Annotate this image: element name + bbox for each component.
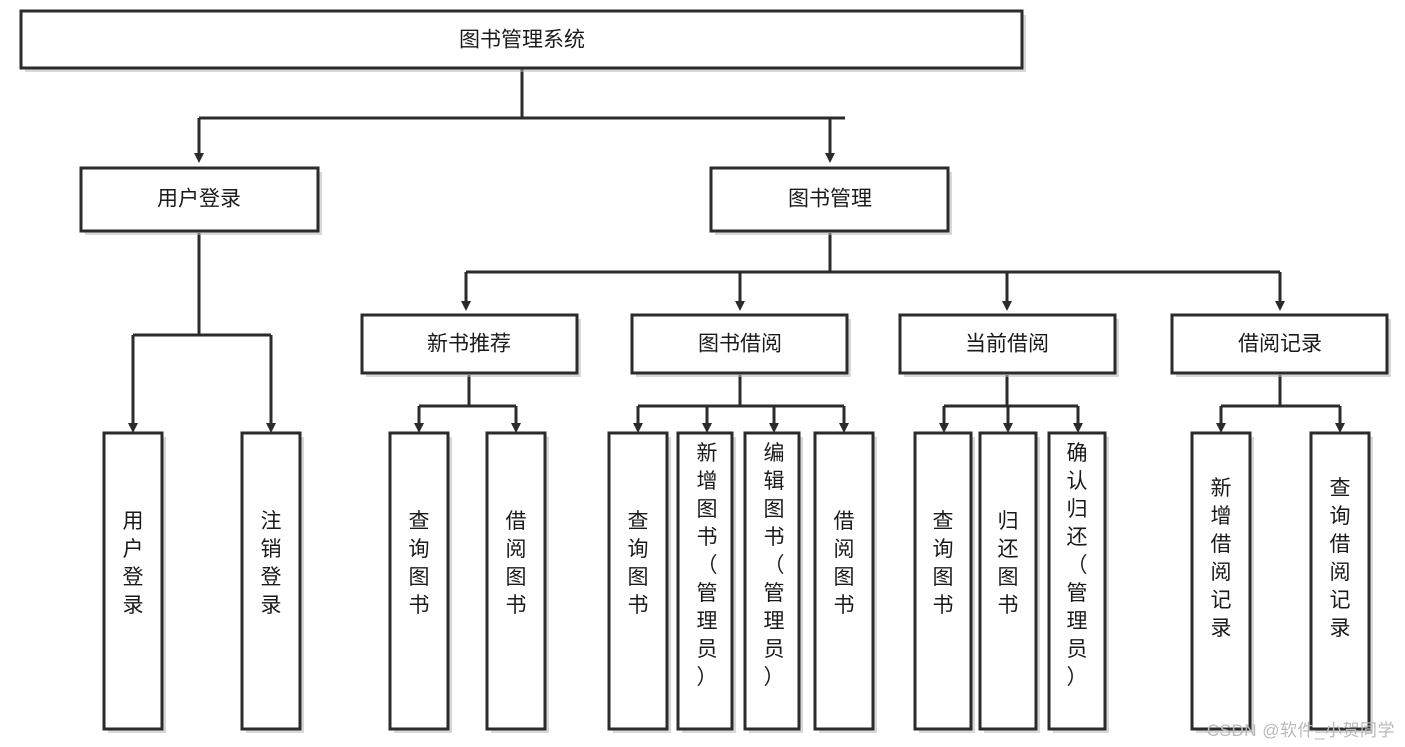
leaf-label-vertical: 查询图书 bbox=[409, 510, 430, 617]
node-current-borrow[interactable]: 当前借阅 bbox=[898, 313, 1119, 377]
leaf-new-book-1[interactable]: 查询图书 bbox=[388, 431, 452, 733]
leaf-current-borrow-3[interactable]: 确认归还（管理员） bbox=[1047, 431, 1109, 733]
leaf-box[interactable] bbox=[1047, 431, 1107, 731]
leaf-label-vertical: 新增借阅记录 bbox=[1211, 477, 1232, 640]
edges-book-manage-to-level3 bbox=[461, 233, 1285, 311]
node-borrow-record[interactable]: 借阅记录 bbox=[1170, 313, 1391, 377]
leaf-box[interactable] bbox=[388, 431, 450, 731]
node-book-borrow[interactable]: 图书借阅 bbox=[630, 313, 851, 377]
node-new-book-recommend[interactable]: 新书推荐 bbox=[360, 313, 581, 377]
leaf-box[interactable] bbox=[676, 431, 734, 731]
new-book-box[interactable] bbox=[360, 313, 579, 375]
book-manage-box[interactable] bbox=[709, 166, 950, 233]
leaf-label-vertical: 借阅图书 bbox=[506, 510, 527, 617]
root-box[interactable] bbox=[19, 9, 1024, 70]
leaf-label-vertical: 新增图书（管理员） bbox=[697, 442, 718, 689]
leaf-box[interactable] bbox=[607, 431, 669, 731]
edges-user-login-to-leaves bbox=[128, 233, 276, 433]
leaf-box[interactable] bbox=[1190, 431, 1252, 731]
leaf-label-vertical: 用户登录 bbox=[123, 510, 144, 617]
leaf-box[interactable] bbox=[240, 431, 302, 731]
leaf-label-vertical: 查询图书 bbox=[933, 510, 954, 617]
edges-root-to-level2 bbox=[194, 68, 845, 163]
leaf-book-borrow-1[interactable]: 查询图书 bbox=[607, 431, 671, 733]
book-manage-label: 图书管理 bbox=[788, 188, 872, 211]
leaf-book-borrow-2[interactable]: 新增图书（管理员） bbox=[676, 431, 736, 733]
leaf-book-borrow-3[interactable]: 编辑图书（管理员） bbox=[743, 431, 803, 733]
leaf-box[interactable] bbox=[978, 431, 1038, 731]
leaf-label-vertical: 借阅图书 bbox=[834, 510, 855, 617]
leaf-label-vertical: 归还图书 bbox=[998, 510, 1019, 617]
leaf-label-vertical: 查询借阅记录 bbox=[1330, 477, 1351, 640]
leaf-label-vertical: 确认归还（管理员） bbox=[1067, 442, 1088, 689]
leaf-label-vertical: 注销登录 bbox=[261, 510, 282, 617]
root-label: 图书管理系统 bbox=[459, 29, 585, 52]
leaf-borrow-record-1[interactable]: 新增借阅记录 bbox=[1190, 431, 1254, 733]
leaf-user-login-1[interactable]: 用户登录 bbox=[102, 431, 166, 733]
leaf-box[interactable] bbox=[813, 431, 875, 731]
leaf-box[interactable] bbox=[1309, 431, 1371, 731]
leaf-box[interactable] bbox=[102, 431, 164, 731]
edges-new-book-to-leaves bbox=[414, 375, 521, 433]
user-login-label: 用户登录 bbox=[157, 188, 241, 211]
leaf-label-vertical: 查询图书 bbox=[628, 510, 649, 617]
node-book-manage[interactable]: 图书管理 bbox=[709, 166, 952, 235]
edges-borrow-record-to-leaves bbox=[1216, 375, 1345, 433]
edges-book-borrow-to-leaves bbox=[633, 375, 849, 433]
current-borrow-label: 当前借阅 bbox=[965, 333, 1049, 356]
leaf-box[interactable] bbox=[485, 431, 547, 731]
leaf-new-book-2[interactable]: 借阅图书 bbox=[485, 431, 549, 733]
leaf-label-vertical: 编辑图书（管理员） bbox=[764, 442, 785, 689]
current-borrow-box[interactable] bbox=[898, 313, 1117, 375]
leaf-current-borrow-1[interactable]: 查询图书 bbox=[913, 431, 975, 733]
leaf-current-borrow-2[interactable]: 归还图书 bbox=[978, 431, 1040, 733]
book-borrow-label: 图书借阅 bbox=[698, 333, 782, 356]
leaf-box[interactable] bbox=[743, 431, 801, 731]
new-book-label: 新书推荐 bbox=[427, 333, 511, 356]
edges-current-borrow-to-leaves bbox=[939, 375, 1083, 433]
node-root-system[interactable]: 图书管理系统 bbox=[19, 9, 1026, 72]
leaf-book-borrow-4[interactable]: 借阅图书 bbox=[813, 431, 877, 733]
borrow-record-box[interactable] bbox=[1170, 313, 1389, 375]
user-login-box[interactable] bbox=[79, 166, 320, 233]
leaf-box[interactable] bbox=[913, 431, 973, 731]
node-user-login[interactable]: 用户登录 bbox=[79, 166, 322, 235]
book-borrow-box[interactable] bbox=[630, 313, 849, 375]
leaf-user-login-2[interactable]: 注销登录 bbox=[240, 431, 304, 733]
leaf-borrow-record-2[interactable]: 查询借阅记录 bbox=[1309, 431, 1373, 733]
borrow-record-label: 借阅记录 bbox=[1238, 333, 1322, 356]
